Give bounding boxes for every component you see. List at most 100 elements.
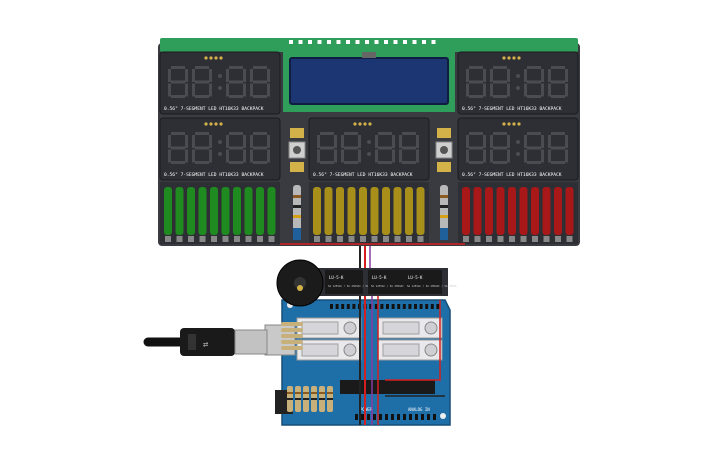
segment — [320, 132, 334, 135]
module-pin — [517, 122, 521, 126]
segment — [185, 149, 188, 163]
resistor-band — [311, 392, 317, 394]
tactile-button-right[interactable] — [435, 125, 453, 175]
lcd-pin — [298, 40, 303, 44]
analog-label: ANALOG IN — [408, 407, 430, 412]
led-bar-graph — [458, 182, 578, 244]
header-pin — [419, 304, 423, 309]
led-segment — [359, 187, 367, 235]
seven-segment-module[interactable]: 0.56" 7-SEGMENT LED HT16K33 BACKPACK — [457, 51, 579, 115]
segment — [493, 95, 507, 98]
resistor-band — [319, 398, 325, 400]
segment — [209, 149, 212, 163]
atmega-chip — [340, 380, 435, 394]
segment — [466, 149, 469, 163]
header-pin — [408, 304, 412, 309]
buzzer-pin — [297, 285, 303, 291]
relay-shield[interactable]: LU-5-K5A 125VAC / 5A 250VAC / 5A 30VDCLU… — [296, 268, 457, 361]
relay-block[interactable] — [296, 317, 362, 339]
colon-dot — [367, 140, 371, 144]
segment — [253, 161, 267, 164]
colon-dot — [218, 74, 222, 78]
seven-segment-module[interactable]: 0.56" 7-SEGMENT LED HT16K33 BACKPACK — [308, 117, 430, 181]
colon-dot — [516, 74, 520, 78]
lcd-pin — [431, 40, 436, 44]
segment — [507, 83, 510, 97]
seven-segment-module[interactable]: 0.56" 7-SEGMENT LED HT16K33 BACKPACK — [159, 51, 281, 115]
relay-model: LU-5-K — [408, 275, 423, 280]
led-segment — [175, 187, 184, 235]
header-pin — [330, 304, 333, 309]
shield-resistor — [281, 340, 303, 344]
relay-terminal[interactable] — [343, 321, 357, 335]
header-pin — [367, 414, 370, 420]
segment — [378, 161, 392, 164]
lcd-header-pins — [289, 40, 436, 44]
led-bar-graph — [160, 182, 280, 244]
led-pin — [417, 236, 424, 242]
led-segment — [347, 187, 356, 235]
segment — [483, 69, 486, 82]
tactile-button-left[interactable] — [288, 125, 306, 175]
led-bar-graphs — [160, 182, 578, 244]
led-pin — [383, 236, 389, 242]
lcd-module[interactable] — [160, 38, 578, 112]
relay-terminal[interactable] — [343, 343, 357, 357]
header-pin — [386, 304, 389, 309]
lcd-pin — [336, 40, 341, 44]
led-segment — [313, 187, 321, 235]
piezo-buzzer[interactable] — [276, 259, 324, 307]
module-pin — [512, 56, 516, 60]
segment — [185, 135, 188, 148]
relay-model: LU-5-K — [372, 275, 387, 280]
relay[interactable]: LU-5-K5A 125VAC / 5A 250VAC / 5A 30VDC — [368, 270, 421, 294]
relay[interactable]: LU-5-K5A 125VAC / 5A 250VAC / 5A 30VDC — [404, 270, 457, 294]
shield-resistor — [319, 386, 325, 412]
segment — [209, 83, 212, 97]
relay-block[interactable] — [377, 317, 443, 339]
segment — [527, 66, 541, 69]
lcd-pin — [289, 40, 293, 44]
led-pin — [474, 236, 481, 242]
segment — [168, 149, 171, 163]
led-pin — [532, 236, 538, 242]
segment — [490, 69, 493, 82]
relay-block[interactable] — [296, 339, 362, 361]
relay-terminal[interactable] — [424, 321, 438, 335]
button-cap[interactable] — [440, 146, 448, 154]
relay-body — [368, 270, 406, 294]
module-label: 0.56" 7-SEGMENT LED HT16K33 BACKPACK — [462, 106, 562, 112]
resistor-band — [303, 392, 309, 394]
module-pin — [204, 56, 208, 60]
segment — [253, 132, 267, 135]
led-pin — [497, 236, 504, 242]
lcd-pin — [308, 40, 312, 44]
segment — [229, 66, 243, 69]
relay[interactable]: LU-5-K5A 125VAC / 5A 250VAC / 5A 30VDC — [325, 270, 378, 294]
module-pin — [363, 122, 367, 126]
segment — [243, 83, 246, 97]
segment — [168, 69, 171, 82]
segment — [209, 135, 212, 148]
led-pin — [337, 236, 343, 242]
relay-block[interactable] — [377, 339, 443, 361]
seven-segment-module[interactable]: 0.56" 7-SEGMENT LED HT16K33 BACKPACK — [457, 117, 579, 181]
seven-segment-module[interactable]: 0.56" 7-SEGMENT LED HT16K33 BACKPACK — [159, 117, 281, 181]
relay-terminal[interactable] — [424, 343, 438, 357]
led-pin — [199, 236, 206, 242]
led-segment — [324, 187, 333, 235]
power-analog-header — [355, 414, 436, 420]
segment — [320, 161, 334, 164]
relay-block-window — [301, 321, 339, 335]
segment — [392, 135, 395, 148]
button-cap[interactable] — [293, 146, 301, 154]
segment — [541, 149, 544, 163]
led-segment — [565, 187, 574, 235]
segment — [469, 80, 483, 84]
segment — [253, 80, 267, 84]
segment — [229, 80, 243, 84]
usb-cable[interactable]: ⇄ — [143, 328, 268, 356]
segment — [267, 69, 270, 82]
header-pin — [379, 414, 382, 420]
